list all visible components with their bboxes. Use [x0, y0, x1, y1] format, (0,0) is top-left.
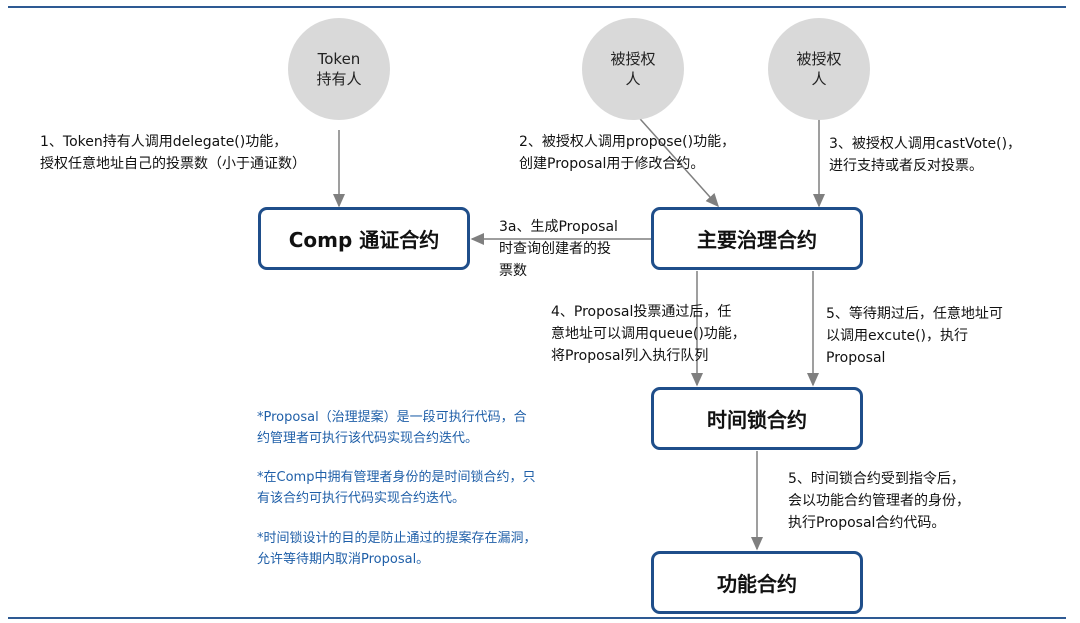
functional-contract: 功能合约: [651, 551, 863, 614]
note-timelock-purpose: *时间锁设计的目的是防止通过的提案存在漏洞， 允许等待期内取消Proposal。: [257, 531, 537, 567]
bottom-rule: [8, 617, 1066, 619]
comp-token-contract: Comp 通证合约: [258, 207, 470, 270]
top-rule: [8, 6, 1066, 8]
note-timelock-admin: *在Comp中拥有管理者身份的是时间锁合约，只 有该合约可执行代码实现合约迭代。: [257, 470, 536, 506]
governor-contract: 主要治理合约: [651, 207, 863, 270]
step-5b-label: 5、时间锁合约受到指令后， 会以功能合约管理者的身份， 执行Proposal合约…: [788, 471, 970, 531]
step-1-label: 1、Token持有人调用delegate()功能， 授权任意地址自己的投票数（小…: [40, 134, 306, 172]
step-5a-label: 5、等待期过后，任意地址可 以调用excute()，执行 Proposal: [826, 306, 1003, 366]
delegate-actor-1: 被授权 人: [582, 18, 684, 120]
arrow-delegate1-to-governor: [632, 110, 720, 208]
delegate-actor-2: 被授权 人: [768, 18, 870, 120]
step-2-label: 2、被授权人调用propose()功能， 创建Proposal用于修改合约。: [519, 134, 736, 172]
step-4-label: 4、Proposal投票通过后，任 意地址可以调用queue()功能， 将Pro…: [551, 304, 746, 364]
token-holder-actor: Token 持有人: [288, 18, 390, 120]
timelock-contract: 时间锁合约: [651, 387, 863, 450]
step-3a-label: 3a、生成Proposal 时查询创建者的投 票数: [499, 219, 618, 279]
step-3-label: 3、被授权人调用castVote()， 进行支持或者反对投票。: [829, 136, 1022, 174]
note-proposal: *Proposal（治理提案）是一段可执行代码，合 约管理者可执行该代码实现合约…: [257, 410, 527, 446]
